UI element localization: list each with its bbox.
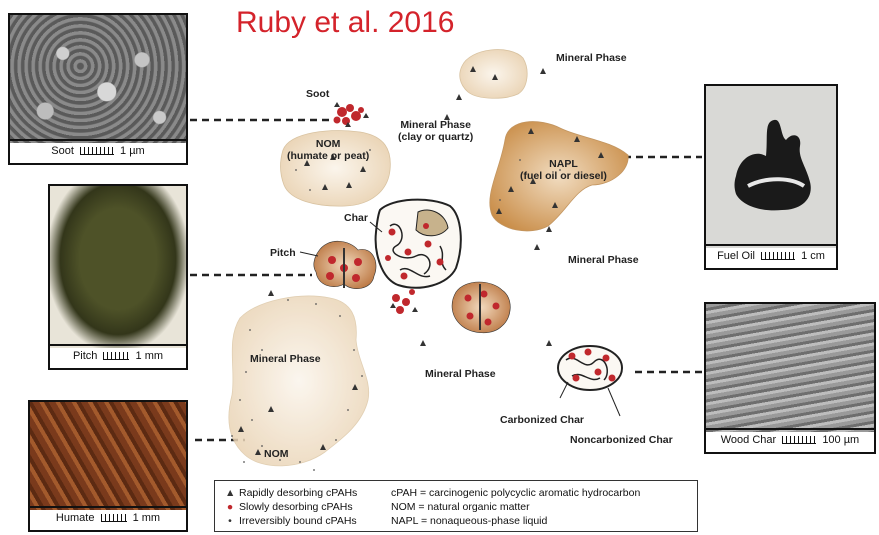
label-soot: Soot (306, 88, 329, 100)
wood-char-scale-value: 100 µm (822, 434, 859, 446)
pitch-image (50, 186, 186, 348)
label-napl: NAPL (fuel oil or diesel) (520, 158, 607, 182)
pitch-photo: Pitch 1 mm (48, 184, 188, 370)
legend-markers: ▲ Rapidly desorbing cPAHs ● Slowly desorbi… (225, 486, 357, 528)
triangle-icon: ▲ (225, 486, 235, 500)
humate-caption: Humate 1 mm (30, 506, 186, 530)
mineral-phase-top-particle (460, 50, 527, 99)
soot-micrograph (10, 15, 186, 143)
pitch-caption: Pitch 1 mm (50, 344, 186, 368)
soot-photo: Soot 1 µm (8, 13, 188, 165)
scale-bar-icon (103, 352, 129, 360)
label-mineral-phase-clay-line2: (clay or quartz) (398, 131, 473, 143)
soot-cluster (334, 102, 370, 127)
humate-image (30, 402, 186, 510)
legend-definitions: cPAH = carcinogenic polycyclic aromatic … (391, 486, 640, 528)
humate-caption-label: Humate (56, 512, 95, 524)
char-particle (376, 200, 461, 288)
label-nom-line1: NOM (287, 138, 369, 150)
mineral-phase-left-particle (229, 296, 369, 466)
legend-slow-label: Slowly desorbing cPAHs (239, 501, 353, 513)
fuel-oil-caption: Fuel Oil 1 cm (706, 244, 836, 268)
fuel-oil-scale-value: 1 cm (801, 250, 825, 262)
pitch-pointer (300, 252, 318, 256)
label-napl-line2: (fuel oil or diesel) (520, 170, 607, 182)
red-dot-icon: ● (225, 500, 235, 514)
fuel-oil-image (706, 86, 836, 248)
wood-char-micrograph (706, 304, 874, 432)
legend-irreversible-label: Irreversibly bound cPAHs (239, 515, 357, 527)
humate-scale-value: 1 mm (133, 512, 161, 524)
wood-char-photo: Wood Char 100 µm (704, 302, 876, 454)
wood-char-caption-label: Wood Char (721, 434, 776, 446)
label-carbonized-char: Carbonized Char (500, 414, 584, 426)
legend-slow: ● Slowly desorbing cPAHs (225, 500, 357, 514)
scale-bar-icon (101, 514, 127, 522)
scale-bar-icon (761, 252, 795, 260)
label-mineral-phase-left: Mineral Phase (250, 353, 321, 365)
label-char: Char (344, 212, 368, 224)
legend-rapid-label: Rapidly desorbing cPAHs (239, 487, 357, 499)
legend-nom-def: NOM = natural organic matter (391, 500, 640, 514)
label-mineral-phase-center: Mineral Phase (425, 368, 496, 380)
label-mineral-phase-top: Mineral Phase (556, 52, 627, 64)
label-noncarbonized-char: Noncarbonized Char (570, 434, 673, 446)
label-nom: NOM (humate or peat) (287, 138, 369, 162)
legend: ▲ Rapidly desorbing cPAHs ● Slowly desorbi… (214, 480, 698, 532)
soot-scale-value: 1 µm (120, 145, 145, 157)
fuel-oil-caption-label: Fuel Oil (717, 250, 755, 262)
pitch-scale-value: 1 mm (136, 350, 164, 362)
legend-cpah-def: cPAH = carcinogenic polycyclic aromatic … (391, 486, 640, 500)
legend-napl-def: NAPL = nonaqueous-phase liquid (391, 514, 640, 528)
label-napl-line1: NAPL (520, 158, 607, 170)
label-pitch: Pitch (270, 247, 296, 259)
legend-rapid: ▲ Rapidly desorbing cPAHs (225, 486, 357, 500)
small-soot-group (390, 289, 418, 314)
pitch-particle (314, 241, 376, 288)
label-nom-line2: (humate or peat) (287, 150, 369, 162)
wood-char-particle (558, 346, 622, 416)
soot-caption: Soot 1 µm (10, 139, 186, 163)
scale-bar-icon (782, 436, 816, 444)
label-mineral-phase-clay: Mineral Phase (clay or quartz) (398, 119, 473, 143)
humate-photo: Humate 1 mm (28, 400, 188, 532)
wood-char-caption: Wood Char 100 µm (706, 428, 874, 452)
fuel-oil-blob-icon (706, 86, 836, 246)
label-mineral-phase-right: Mineral Phase (568, 254, 639, 266)
fuel-oil-photo: Fuel Oil 1 cm (704, 84, 838, 270)
pitch-caption-label: Pitch (73, 350, 97, 362)
scale-bar-icon (80, 147, 114, 155)
soot-caption-label: Soot (51, 145, 74, 157)
label-mineral-phase-clay-line1: Mineral Phase (398, 119, 473, 131)
legend-irreversible: • Irreversibly bound cPAHs (225, 514, 357, 528)
small-dot-icon: • (225, 514, 235, 528)
label-nom-bottom: NOM (264, 448, 289, 460)
pitch-particle-2 (452, 282, 510, 333)
